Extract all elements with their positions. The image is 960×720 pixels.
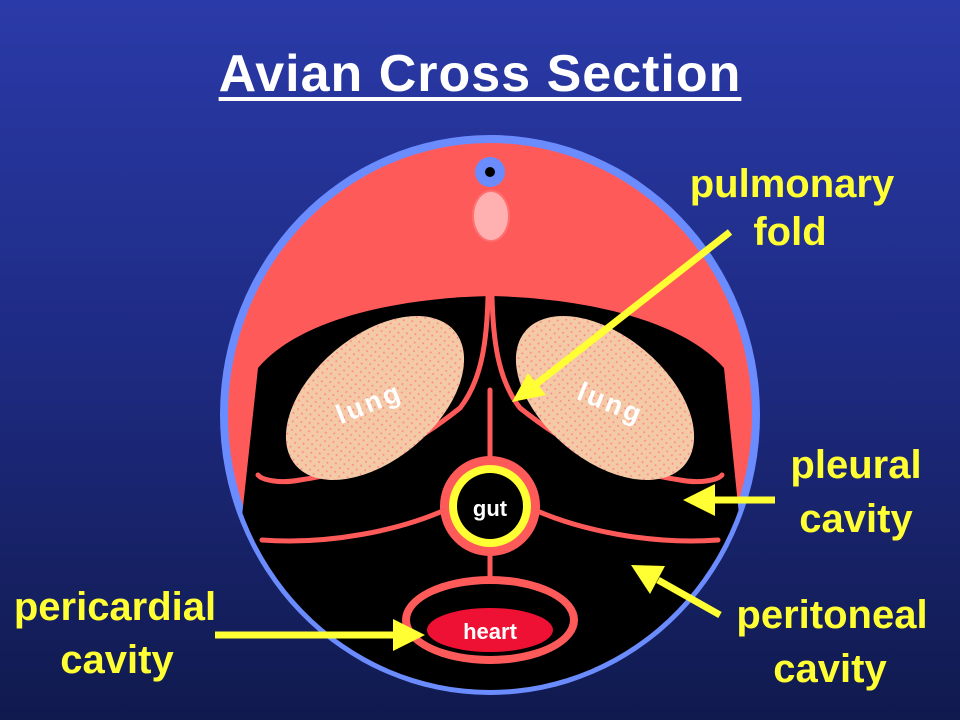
lung-left: lung [285,315,465,481]
label-pulmonary-line2: fold [753,210,826,254]
spinal-cord-center [485,167,495,177]
label-peritoneal-line1: peritoneal [736,593,927,637]
diagram-title: Avian Cross Section [218,45,742,103]
lung-right: lung [515,315,695,481]
arrow-pulmonary-fold [532,229,733,388]
gut-label: gut [473,496,508,521]
label-pericardial-line1: pericardial [14,585,216,629]
heart [427,608,553,652]
label-pericardial-line2: cavity [60,638,174,682]
label-pleural-line1: pleural [790,443,921,487]
label-pleural-line2: cavity [799,497,913,541]
arrowhead-pulmonary-fold [512,373,546,402]
arrowhead-pericardial-cavity [393,619,425,651]
arrow-peritoneal-cavity [656,576,722,619]
label-pulmonary-line1: pulmonary [690,162,895,206]
oblique-septum-right [532,507,721,544]
label-peritoneal-line2: cavity [773,647,887,691]
oblique-septum-left [259,507,448,544]
arrowhead-peritoneal-cavity [631,565,665,594]
gut: gut [440,456,540,556]
vertebra [472,190,510,242]
heart-label: heart [463,619,517,644]
arrowhead-pleural-cavity [683,484,715,516]
pericardium: heart [402,576,578,664]
